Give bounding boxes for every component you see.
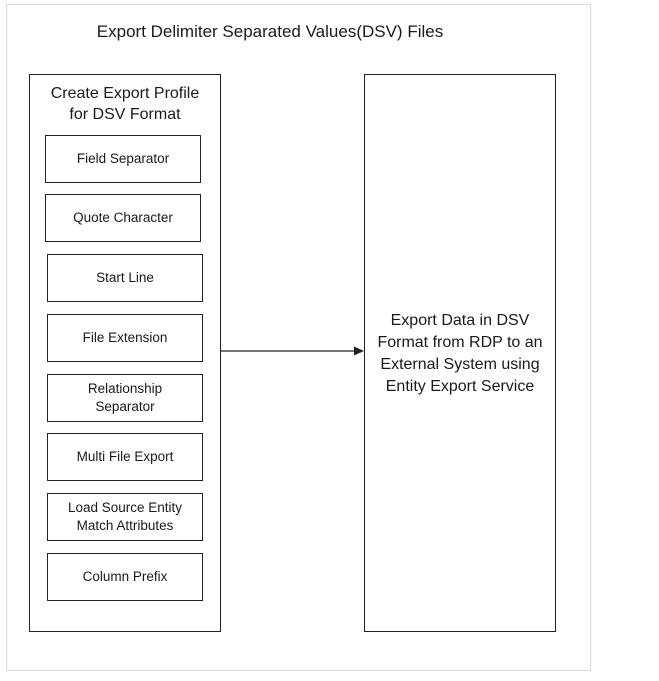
relationship-separator-box: Relationship Separator	[47, 374, 203, 422]
diagram-title: Export Delimiter Separated Values(DSV) F…	[96, 22, 444, 41]
column-prefix-label: Column Prefix	[82, 569, 168, 584]
export-profile-title-line2: for DSV Format	[69, 106, 181, 123]
multi-file-export-box: Multi File Export	[47, 433, 203, 481]
export-service-line2: Format from RDP to an	[377, 334, 543, 351]
export-service-line4: Entity Export Service	[385, 378, 535, 395]
arrowhead-icon	[354, 346, 364, 356]
quote-character-label: Quote Character	[73, 210, 173, 225]
file-extension-box: File Extension	[47, 314, 203, 362]
export-service-line3: External System using	[380, 356, 540, 373]
multi-file-export-label: Multi File Export	[76, 449, 174, 464]
export-service-text: Export Data in DSV Format from RDP to an…	[365, 310, 555, 398]
export-service-line1: Export Data in DSV	[390, 312, 530, 329]
quote-character-box: Quote Character	[45, 194, 201, 242]
relationship-separator-label-line2: Separator	[95, 399, 155, 414]
export-profile-box: Create Export Profile for DSV Format	[29, 74, 221, 632]
load-source-entity-label-line2: Match Attributes	[76, 518, 174, 533]
field-separator-box: Field Separator	[45, 135, 201, 183]
export-profile-title-line1: Create Export Profile	[50, 85, 200, 102]
column-prefix-box: Column Prefix	[47, 553, 203, 601]
relationship-separator-label-line1: Relationship	[87, 381, 163, 396]
export-profile-title: Create Export Profile for DSV Format	[30, 83, 220, 125]
export-service-box: Export Data in DSV Format from RDP to an…	[364, 74, 556, 632]
load-source-entity-label-line1: Load Source Entity	[67, 500, 183, 515]
start-line-box: Start Line	[47, 254, 203, 302]
start-line-label: Start Line	[96, 270, 154, 285]
field-separator-label: Field Separator	[76, 151, 170, 166]
file-extension-label: File Extension	[82, 330, 168, 345]
load-source-entity-box: Load Source Entity Match Attributes	[47, 493, 203, 541]
diagram-frame	[6, 4, 591, 671]
